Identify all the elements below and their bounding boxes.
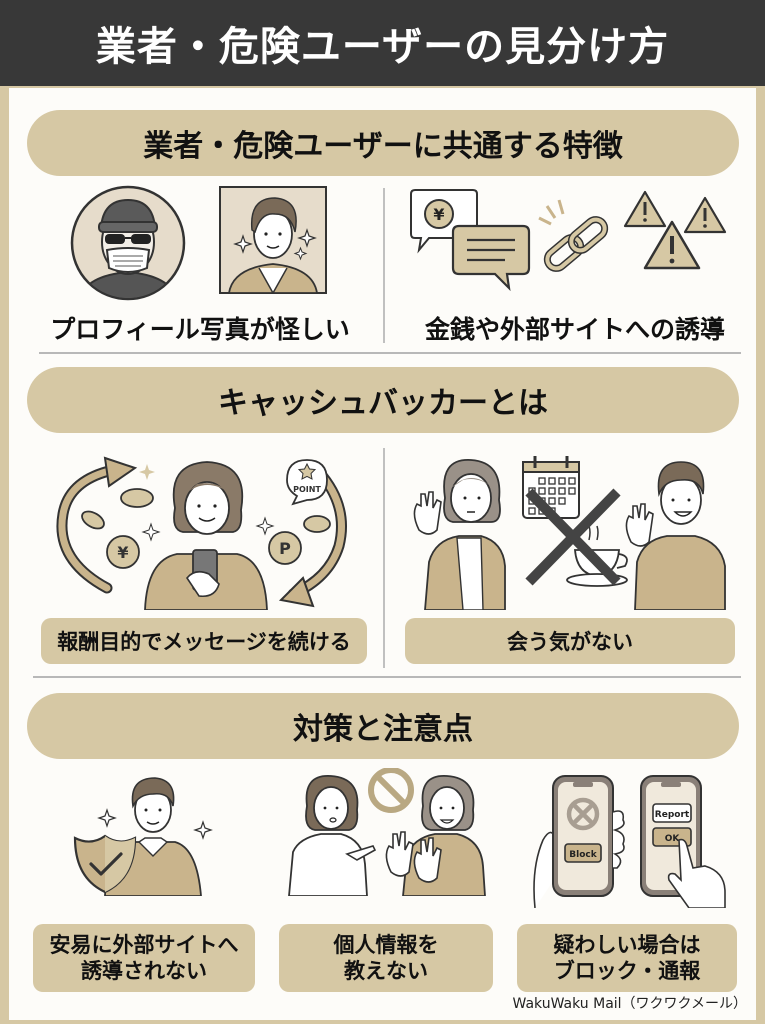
coin-icon <box>81 488 331 533</box>
chain-link-icon <box>538 199 609 272</box>
svg-text:Block: Block <box>569 850 597 860</box>
shield-man-illustration <box>65 768 215 896</box>
block-report-phones-illustration: Block Report OK <box>529 768 729 908</box>
svg-text:OK: OK <box>665 834 681 844</box>
page-title: 業者・危険ユーザーの見分け方 <box>95 24 670 70</box>
no-meeting-illustration <box>405 450 735 610</box>
money-link-warning-illustration: ¥ <box>409 188 729 298</box>
section-header-characteristics: 業者・危険ユーザーに共通する特徴 <box>27 110 739 176</box>
shield-check-icon <box>73 834 137 894</box>
column-divider <box>383 188 385 343</box>
svg-text:Report: Report <box>655 810 690 820</box>
section-heading: 業者・危険ユーザーに共通する特徴 <box>143 129 623 164</box>
section-divider <box>39 352 741 354</box>
masked-person-avatar-icon <box>69 184 187 302</box>
handsome-man-photo-icon <box>219 186 327 294</box>
column-divider <box>383 448 385 668</box>
title-bar: 業者・危険ユーザーの見分け方 <box>0 0 765 86</box>
waving-woman-icon <box>413 459 506 610</box>
caption-line: 個人情報を <box>333 932 439 957</box>
svg-text:¥: ¥ <box>117 543 128 562</box>
caption-line: 疑わしい場合は <box>553 932 701 957</box>
caption-no-meeting: 会う気がない <box>405 618 735 664</box>
caption-line: 教えない <box>344 959 428 983</box>
section-header-cashbacker: キャッシュバッカーとは <box>27 367 739 433</box>
smartphone-woman-icon <box>144 461 268 610</box>
message-bubble-icon <box>451 224 531 292</box>
caption-block-report: 疑わしい場合は ブロック・通報 <box>517 924 737 992</box>
prohibited-icon <box>368 768 414 813</box>
warning-triangle-icon <box>623 190 727 270</box>
phone-block-icon: Block <box>533 775 625 908</box>
caption-line: ブロック・通報 <box>553 959 701 983</box>
footer-credit: WakuWaku Mail（ワクワクメール） <box>512 996 747 1012</box>
two-women-illustration <box>287 768 497 896</box>
section-divider <box>33 676 741 678</box>
svg-text:¥: ¥ <box>433 205 444 224</box>
caption-not-lured-external: 安易に外部サイトへ 誘導されない <box>33 924 255 992</box>
caption-line: 誘導されない <box>81 959 207 983</box>
waving-man-icon <box>625 461 726 610</box>
caption-suspicious-photo: プロフィール写真が怪しい <box>50 315 350 344</box>
caption-no-personal-info: 個人情報を 教えない <box>279 924 493 992</box>
cross-mark-icon <box>525 488 621 586</box>
section-heading: 対策と注意点 <box>293 712 473 747</box>
caption-reward-messaging: 報酬目的でメッセージを続ける <box>41 618 367 664</box>
phone-report-icon: Report OK <box>640 775 726 908</box>
caption-money-external-site: 金銭や外部サイトへの誘導 <box>424 315 725 344</box>
point-coin-icon: P POINT <box>268 459 328 565</box>
content-panel: 業者・危険ユーザーに共通する特徴 <box>9 88 756 1020</box>
cashback-woman-illustration: ¥ P POINT <box>37 450 357 610</box>
section-heading: キャッシュバッカーとは <box>218 386 548 421</box>
section-header-countermeasures: 対策と注意点 <box>27 693 739 759</box>
svg-text:POINT: POINT <box>293 485 321 494</box>
yen-coin-icon: ¥ <box>106 535 140 569</box>
sparkle-icon <box>97 808 213 840</box>
svg-text:P: P <box>279 539 291 558</box>
caption-line: 安易に外部サイトへ <box>49 932 239 957</box>
two-women-icon <box>288 775 486 896</box>
cycle-arrow-icon <box>56 456 347 608</box>
sparkle-icon <box>139 464 275 542</box>
